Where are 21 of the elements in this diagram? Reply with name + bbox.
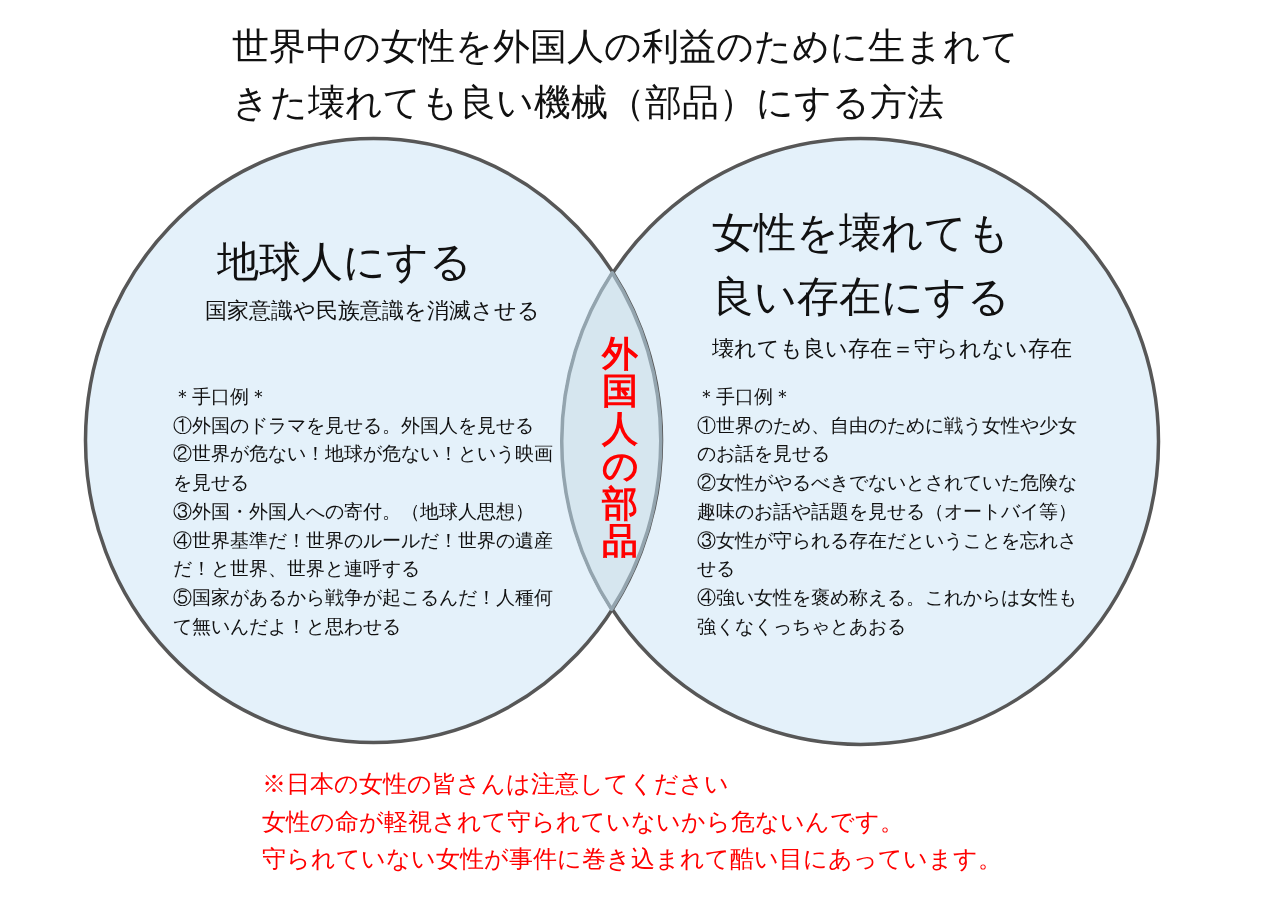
examples-heading: ＊手口例＊	[697, 385, 792, 409]
circle-heading: 地球人にする	[217, 237, 472, 287]
example-item: ①外国のドラマを見せる。外国人を見せる	[173, 413, 534, 438]
warning-note: ※日本の女性の皆さんは注意してください	[262, 769, 729, 799]
example-item: ④強い女性を褒め称える。これからは女性も強くなくっちゃとあおる	[697, 585, 1078, 639]
example-item: ④世界基準だ！世界のルールだ！世界の遺産だ！と世界、世界と連呼する	[173, 528, 554, 582]
overlap-region	[559, 269, 664, 612]
example-item: ③外国・外国人への寄付。（地球人思想）	[173, 499, 534, 524]
example-item: ①世界のため、自由のために戦う女性や少女のお話を見せる	[697, 413, 1078, 467]
diagram-title: 世界中の女性を外国人の利益のために生まれてきた壊れても良い機械（部品）にする方法	[232, 25, 1020, 125]
circle-heading: 女性を壊れても良い存在にする	[712, 208, 1011, 322]
warning-note: 守られていない女性が事件に巻き込まれて酷い目にあっています。	[262, 844, 1002, 874]
example-item: ②世界が危ない！地球が危ない！という映画を見せる	[173, 442, 554, 496]
example-item: ②女性がやるべきでないとされていた危険な趣味のお話や話題を見せる（オートバイ等）	[697, 471, 1078, 524]
example-item: ③女性が守られる存在だということを忘れさせる	[697, 528, 1078, 582]
warning-note: 女性の命が軽視されて守られていないから危ないんです。	[262, 807, 904, 837]
examples-heading: ＊手口例＊	[173, 385, 268, 409]
circle-subtitle: 国家意識や民族意識を消滅させる	[205, 297, 540, 325]
overlap-label: 外国人の部品	[602, 335, 638, 560]
circle-subtitle: 壊れても良い存在＝守られない存在	[712, 335, 1072, 363]
example-item: ⑤国家があるから戦争が起こるんだ！人種何て無いんだよ！と思わせる	[173, 585, 554, 639]
